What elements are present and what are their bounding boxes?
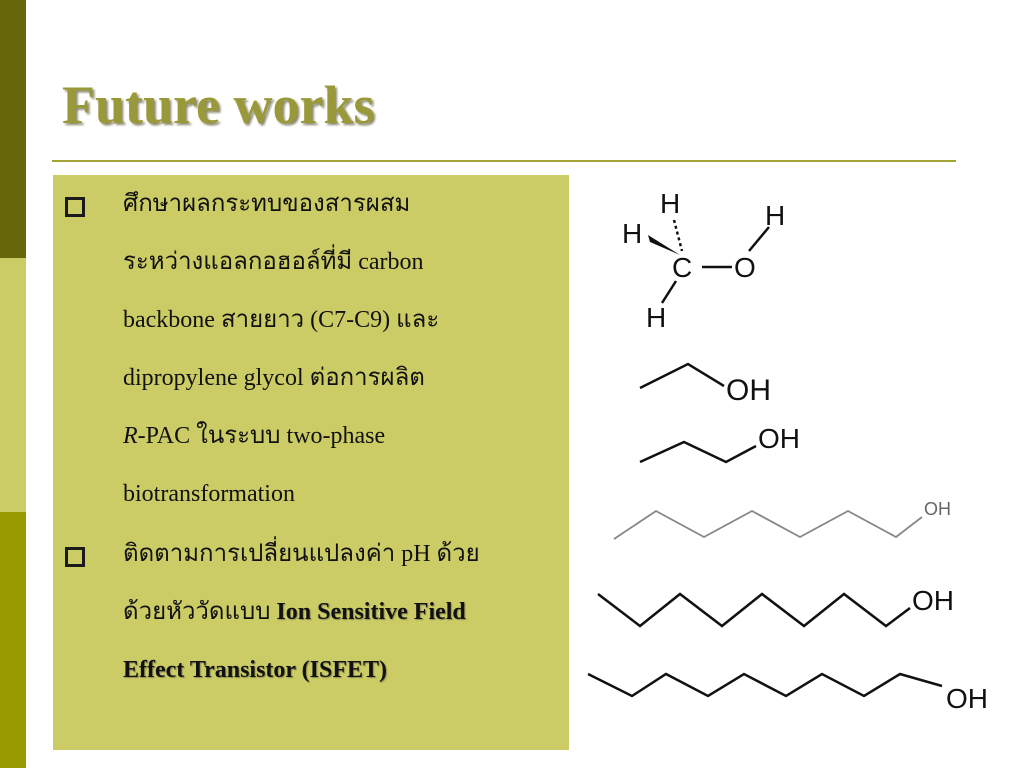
square-bullet-icon <box>65 197 85 217</box>
content-panel: ศึกษาผลกระทบของสารผสม ระหว่างแอลกอฮอล์ที… <box>53 175 569 750</box>
bullet-item-1: ศึกษาผลกระทบของสารผสม ระหว่างแอลกอฮอล์ที… <box>123 175 563 523</box>
bullet-1-line-5: R-PAC ในระบบ two-phase <box>123 407 563 465</box>
propanol-oh-label: OH <box>758 423 800 454</box>
ethanol-oh-label: OH <box>726 374 771 407</box>
side-bar-bottom <box>0 512 26 768</box>
propanol-structure: OH <box>636 420 816 470</box>
methanol-oxygen: O <box>734 252 756 283</box>
side-bar-top <box>0 0 26 258</box>
bullet-2-line-2: ด้วยหัววัดแบบ Ion Sensitive Field <box>123 583 563 641</box>
methanol-h-top: H <box>660 188 680 219</box>
square-bullet-icon <box>65 547 85 567</box>
nonanol-oh-label: OH <box>912 585 954 616</box>
bullet-2-line-3-bold: Effect Transistor (ISFET) <box>123 657 387 683</box>
r-italic: R <box>123 423 138 449</box>
decanol-oh-label: OH <box>946 683 988 714</box>
bullet-item-2: ติดตามการเปลี่ยนแปลงค่า pH ด้วย ด้วยหัวว… <box>123 525 563 699</box>
methanol-h-bottom: H <box>646 302 666 333</box>
bullet-1-line-3: backbone สายยาว (C7-C9) และ <box>123 307 440 333</box>
decanol-structure: OH <box>586 660 1006 720</box>
methanol-h-left: H <box>622 218 642 249</box>
bullet-1-line-6: biotransformation <box>123 481 295 507</box>
nonanol-structure: OH <box>594 582 974 637</box>
bullet-1-line-5-rest: -PAC ในระบบ two-phase <box>137 423 386 449</box>
bullet-2-line-3: Effect Transistor (ISFET) <box>123 641 563 699</box>
bullet-2-line-2-plain: ด้วยหัววัดแบบ <box>123 599 277 625</box>
methanol-structure: H H C O H H <box>610 185 810 335</box>
methanol-h-right: H <box>765 200 785 231</box>
methanol-carbon: C <box>672 252 692 283</box>
bullet-1-line-2: ระหว่างแอลกอฮอล์ที่มี carbon <box>123 249 424 275</box>
slide-title: Future works <box>62 75 375 135</box>
bullet-2-line-1: ติดตามการเปลี่ยนแปลงค่า pH ด้วย <box>123 541 480 567</box>
bullet-2-line-2-bold: Ion Sensitive Field <box>276 599 466 625</box>
bullet-1-line-1: ศึกษาผลกระทบของสารผสม <box>123 191 411 217</box>
bullet-1-line-4: dipropylene glycol ต่อการผลิต <box>123 365 425 391</box>
octanol-oh-label: OH <box>924 499 951 519</box>
octanol-structure: OH <box>612 495 962 545</box>
ethanol-structure: OH <box>636 356 796 416</box>
title-divider <box>52 160 956 162</box>
side-bar-middle <box>0 258 26 512</box>
